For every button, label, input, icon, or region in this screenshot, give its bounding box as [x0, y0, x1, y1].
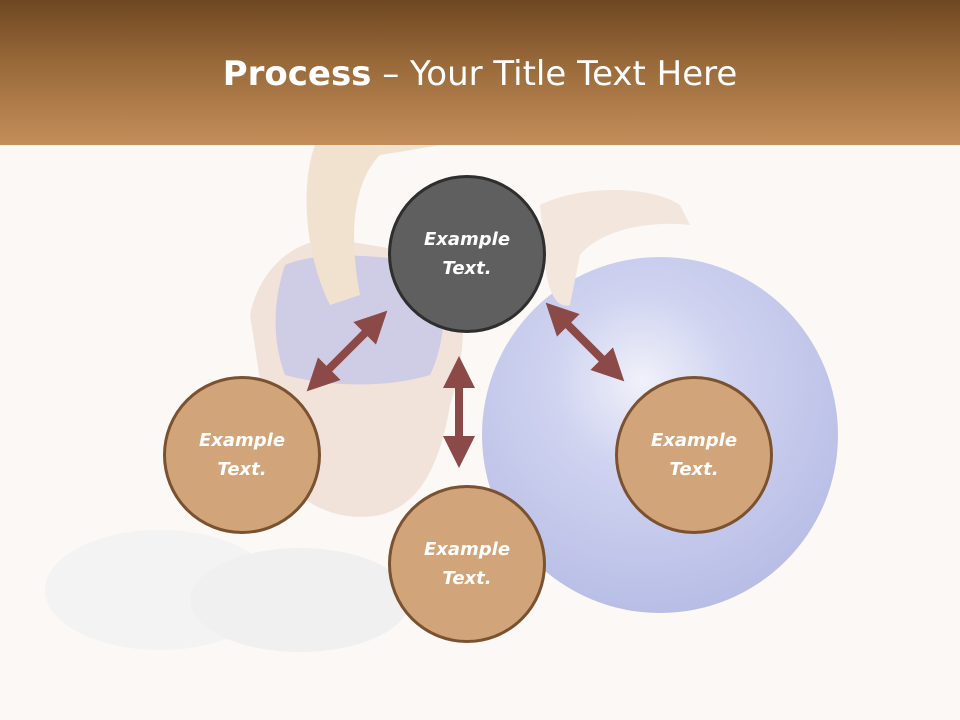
hair: [306, 145, 440, 305]
slide-title: Process – Your Title Text Here: [0, 52, 960, 96]
title-rest: – Your Title Text Here: [371, 54, 738, 94]
process-node-right-label: Example Text.: [650, 430, 738, 480]
process-node-bottom-label: Example Text.: [423, 539, 511, 589]
process-node-bottom: Example Text.: [388, 485, 546, 643]
title-bold: Process: [222, 54, 372, 94]
arm: [540, 190, 690, 306]
process-node-top: Example Text.: [388, 175, 546, 333]
process-node-left: Example Text.: [163, 376, 321, 534]
process-node-right: Example Text.: [615, 376, 773, 534]
process-node-top-label: Example Text.: [423, 229, 511, 279]
process-node-left-label: Example Text.: [198, 430, 286, 480]
title-bar: Process – Your Title Text Here: [0, 0, 960, 145]
pants-right: [190, 548, 410, 652]
